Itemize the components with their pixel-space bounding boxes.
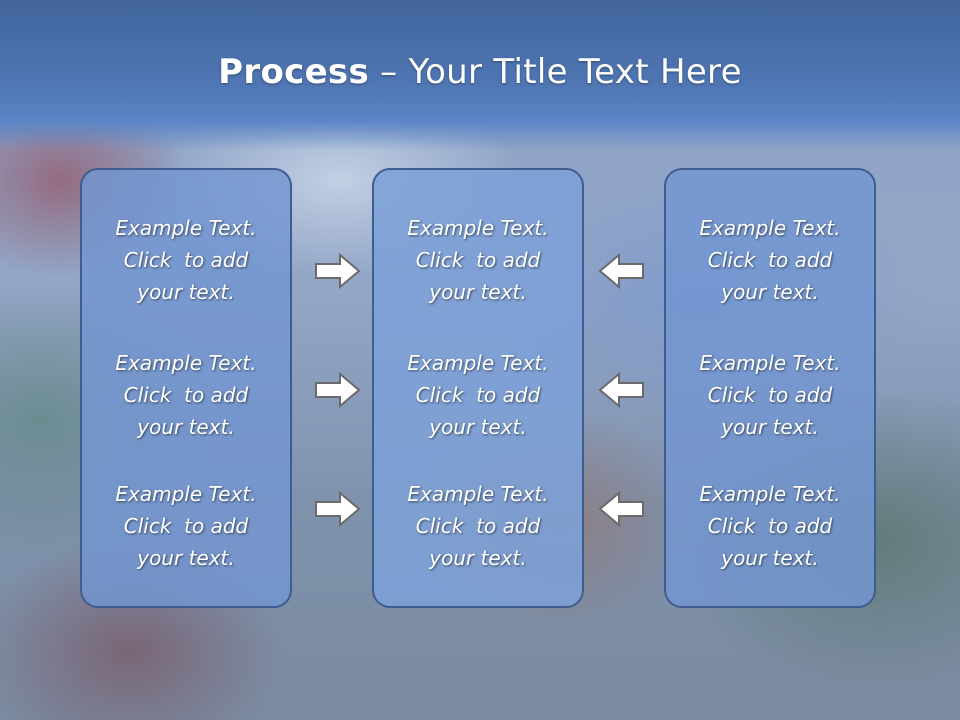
text-placeholder[interactable]: Example Text. Click to add your text. [699, 216, 841, 304]
arrow-left-icon [598, 490, 644, 528]
arrow-right-icon [315, 371, 361, 409]
arrow-left-icon [598, 252, 644, 290]
arrow-right-icon [315, 252, 361, 290]
text-placeholder[interactable]: Example Text. Click to add your text. [115, 482, 257, 570]
text-placeholder[interactable]: Example Text. Click to add your text. [699, 482, 841, 570]
text-placeholder[interactable]: Example Text. Click to add your text. [407, 482, 549, 570]
text-placeholder[interactable]: Example Text. Click to add your text. [407, 351, 549, 439]
slide-title[interactable]: Process – Your Title Text Here [0, 52, 960, 92]
process-box-left[interactable]: Example Text. Click to add your text. Ex… [80, 168, 292, 608]
text-placeholder[interactable]: Example Text. Click to add your text. [115, 351, 257, 439]
title-rest: – Your Title Text Here [369, 52, 742, 92]
text-placeholder[interactable]: Example Text. Click to add your text. [115, 216, 257, 304]
process-box-right[interactable]: Example Text. Click to add your text. Ex… [664, 168, 876, 608]
text-placeholder[interactable]: Example Text. Click to add your text. [699, 351, 841, 439]
arrow-left-icon [598, 371, 644, 409]
process-box-middle[interactable]: Example Text. Click to add your text. Ex… [372, 168, 584, 608]
text-placeholder[interactable]: Example Text. Click to add your text. [407, 216, 549, 304]
arrow-right-icon [315, 490, 361, 528]
title-bold: Process [218, 52, 370, 92]
title-banner [0, 0, 960, 150]
